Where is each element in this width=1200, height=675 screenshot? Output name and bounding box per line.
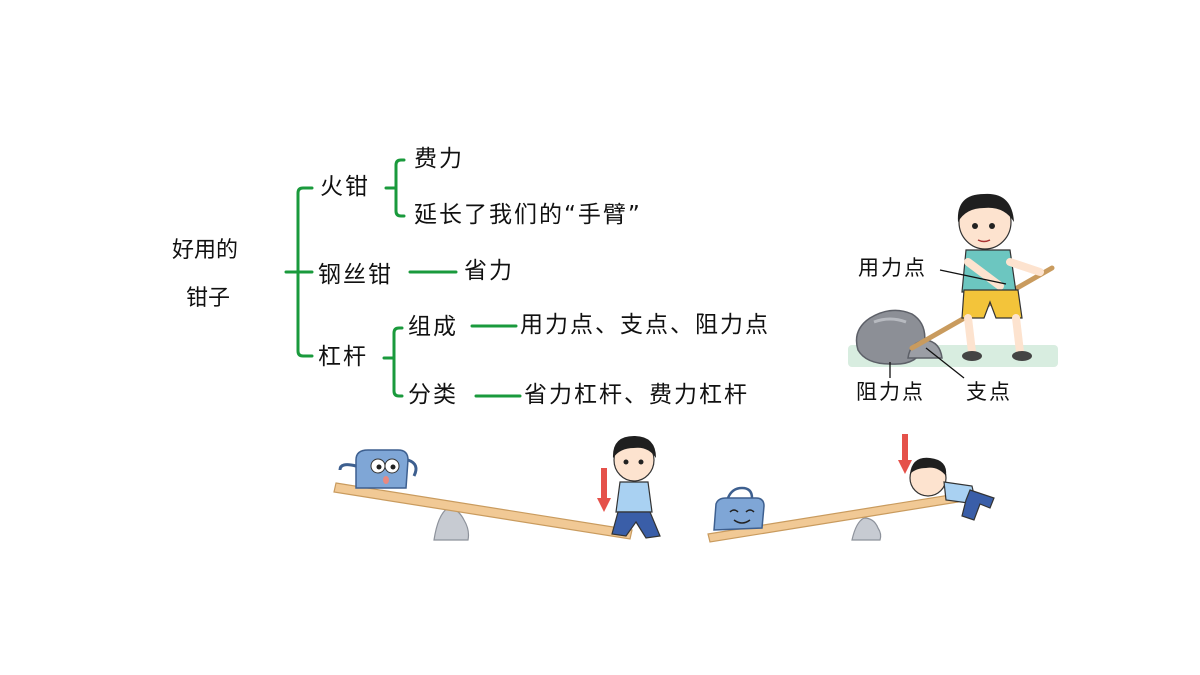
node-zucheng: 组成: [408, 314, 458, 340]
label-zuli: 阻力点: [856, 380, 925, 404]
node-ganggan: 杠杆: [318, 344, 368, 370]
root-line1: 好用的: [172, 238, 239, 263]
node-fenlei: 分类: [408, 382, 458, 408]
pointer-yongli: [939, 269, 1007, 285]
pointer-zhidian: [925, 347, 965, 379]
boy-prying: [957, 193, 1044, 361]
label-yongli: 用力点: [858, 256, 927, 280]
big-rock: [855, 309, 926, 365]
kettle-surprised: [338, 449, 418, 489]
node-feili: 费力: [414, 146, 464, 172]
node-zucheng-value: 用力点、支点、阻力点: [520, 312, 770, 338]
ganggan-bracket: [382, 326, 404, 398]
huoqian-bracket: [384, 158, 406, 218]
node-yanchang: 延长了我们的“手臂”: [414, 202, 642, 228]
boy-lifted: [909, 457, 995, 521]
node-fenlei-value: 省力杠杆、费力杠杆: [524, 382, 749, 408]
node-gangsiqian: 钢丝钳: [318, 262, 393, 288]
label-zhidian: 支点: [966, 380, 1012, 404]
bag-smiling: [713, 486, 765, 531]
root-line2: 钳子: [186, 286, 231, 311]
seesaw-left-plank: [333, 482, 633, 540]
seesaw-right-fulcrum: [851, 517, 882, 541]
node-huoqian: 火钳: [320, 174, 370, 200]
boy-pressing-down: [611, 436, 661, 539]
node-shengli: 省力: [464, 258, 514, 284]
arrow-down-right-seesaw: [898, 434, 912, 474]
arrow-down-left-seesaw: [597, 468, 611, 512]
